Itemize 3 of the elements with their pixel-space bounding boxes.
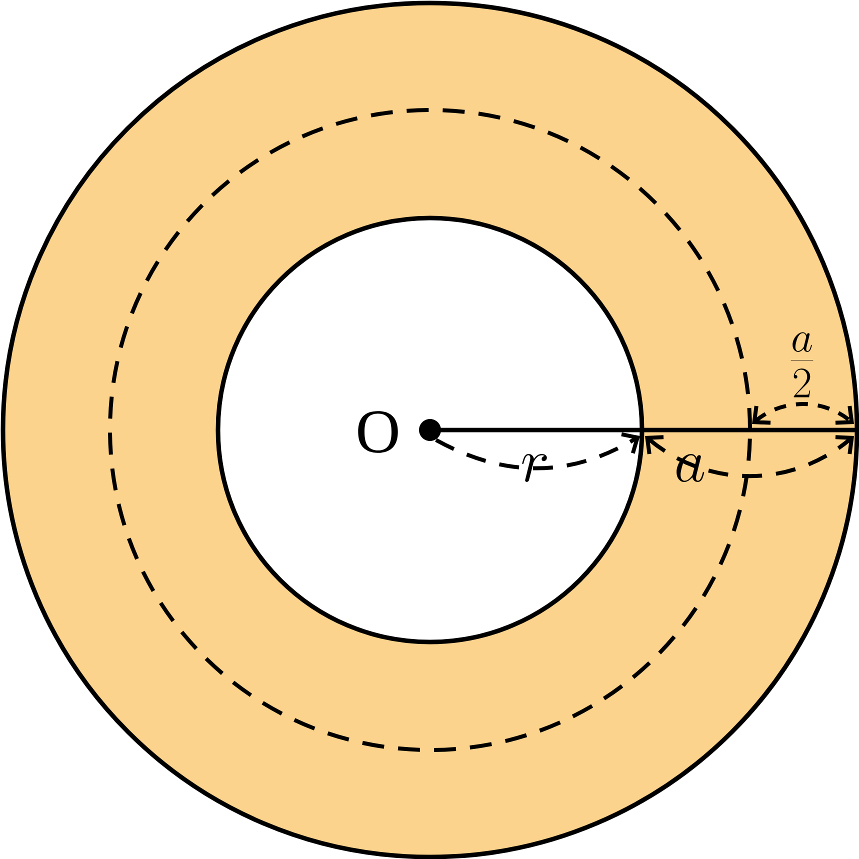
dimension-label: O [358,411,398,453]
dimension-label: $r$ [522,454,547,482]
dimension-label: $\frac{a}{2}$ [788,332,816,398]
